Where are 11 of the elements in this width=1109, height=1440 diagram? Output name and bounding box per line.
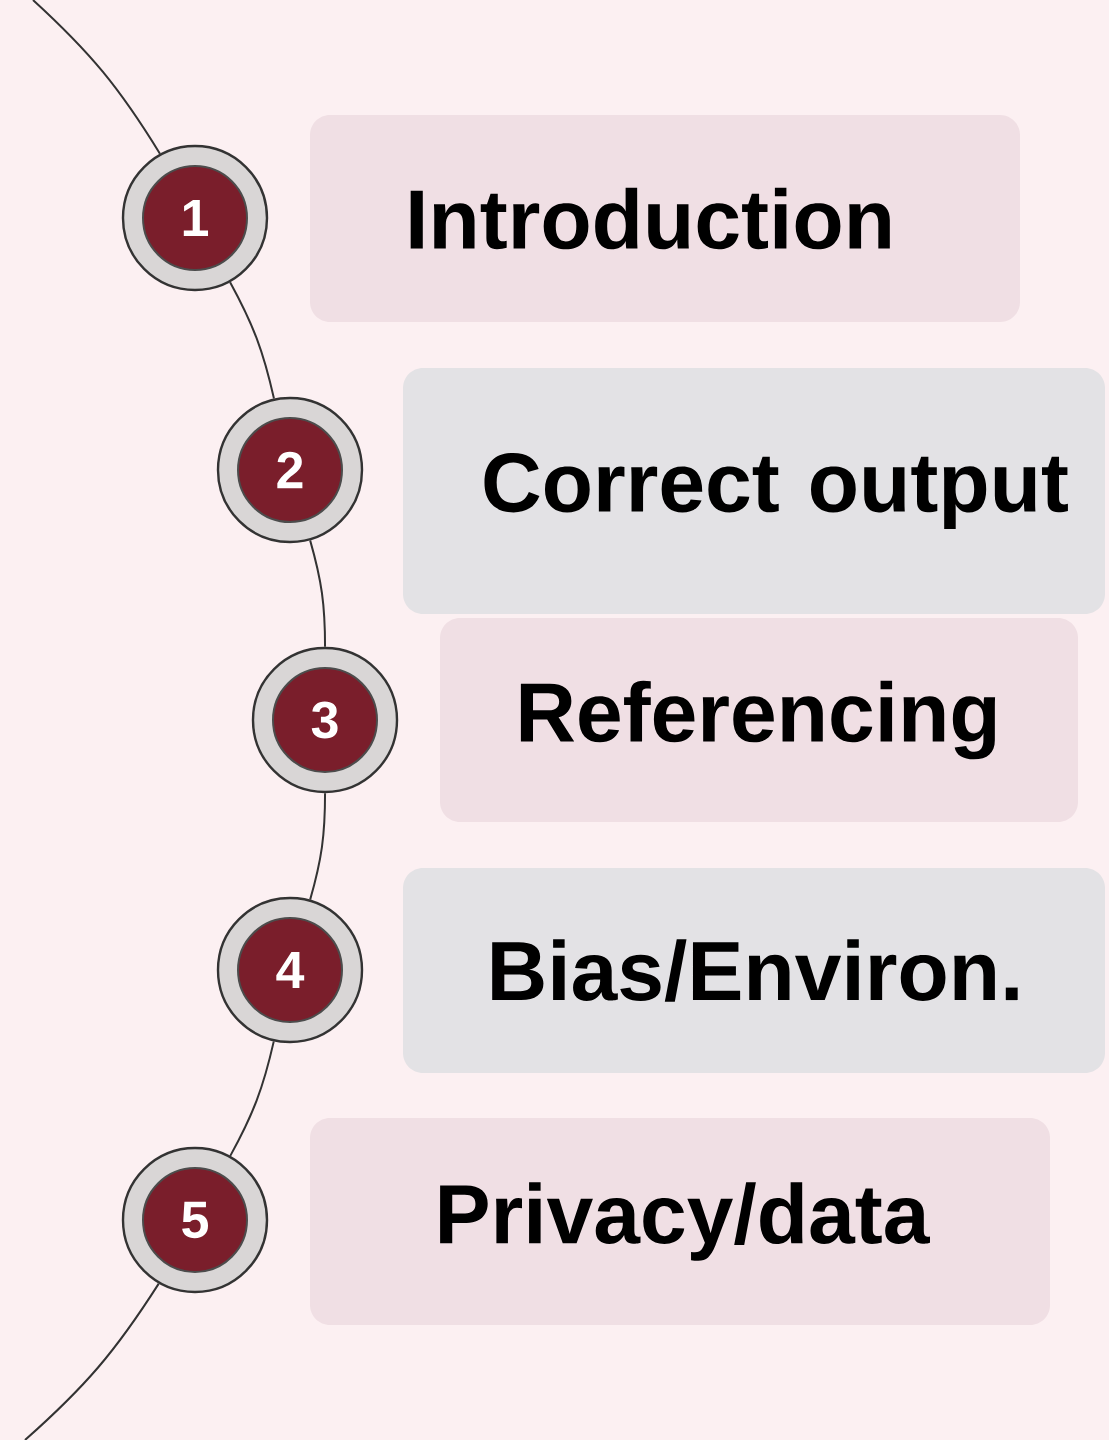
connector-line [309, 792, 327, 901]
connector-line [309, 539, 327, 648]
connector-line [24, 1282, 160, 1440]
topic-box: Bias/Environ. [403, 868, 1105, 1073]
connector-line [229, 1040, 275, 1157]
topic-box: Referencing [440, 618, 1078, 822]
connector-line [229, 281, 275, 400]
topic-box: Privacy/data [310, 1118, 1050, 1325]
topic-box: Correct output [403, 368, 1105, 614]
topic-box: Introduction [310, 115, 1020, 322]
connector-line [32, 0, 161, 155]
